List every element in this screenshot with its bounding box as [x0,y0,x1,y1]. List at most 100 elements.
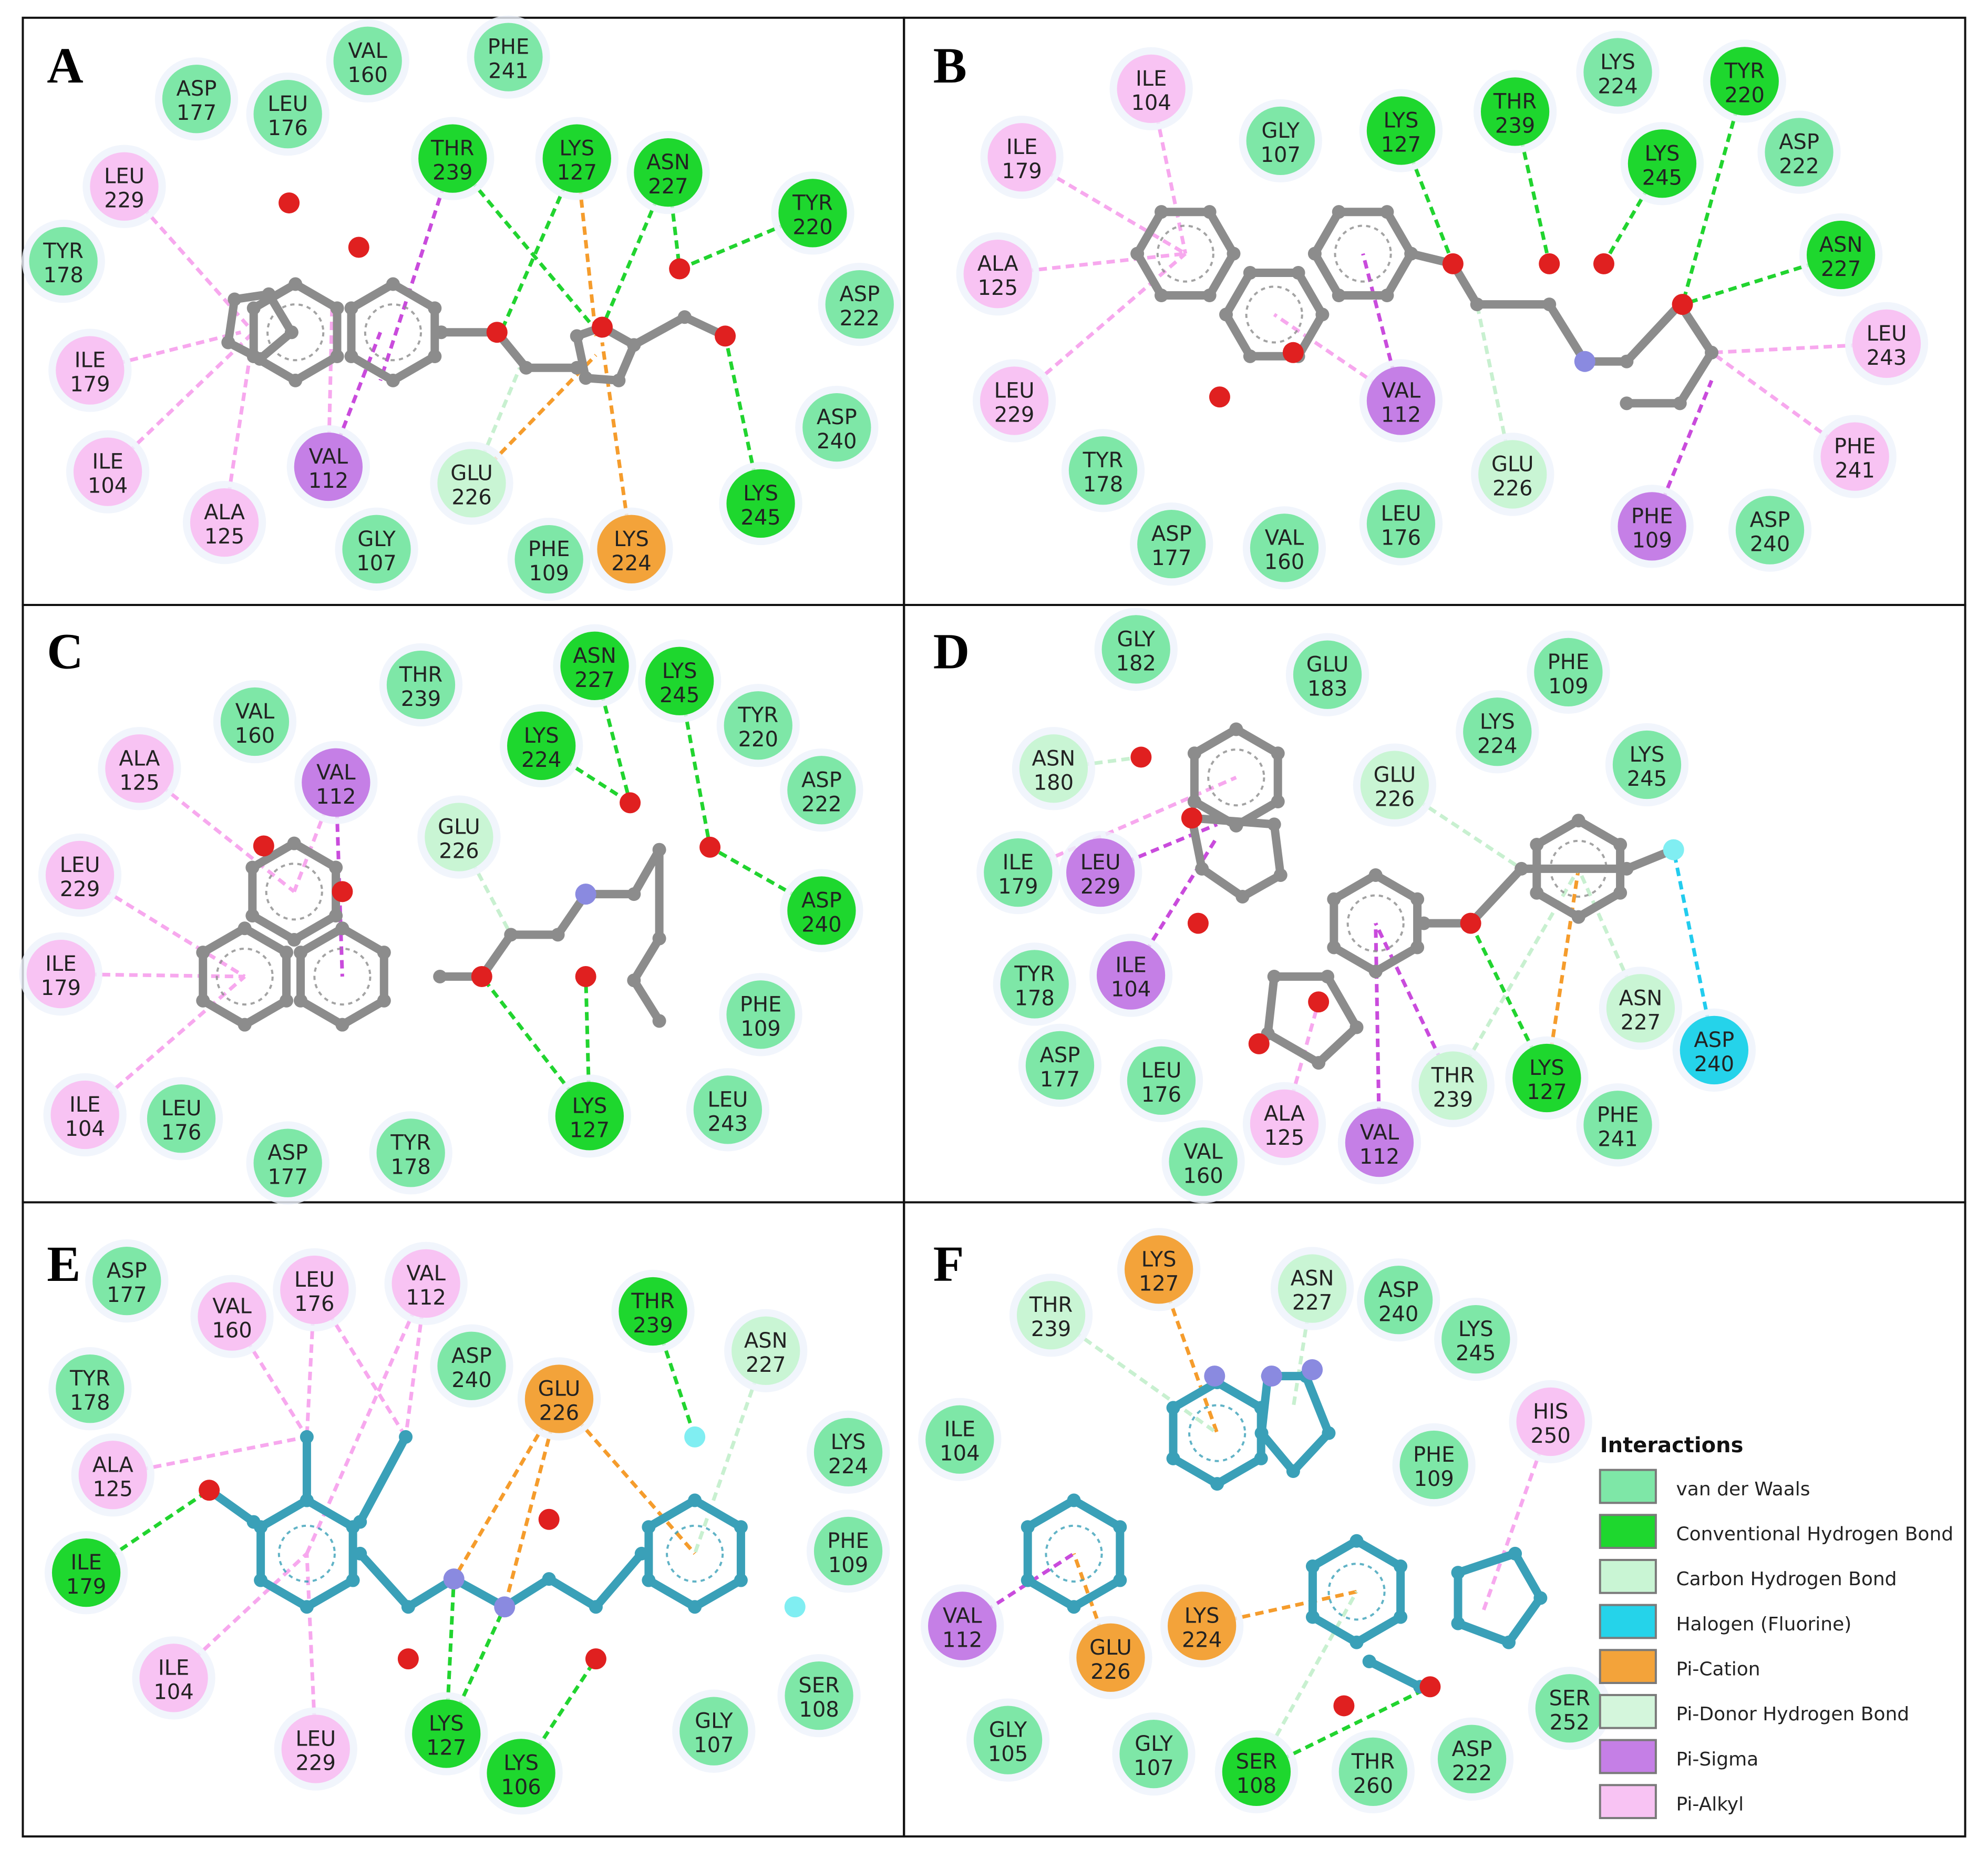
legend-label: Halogen (Fluorine) [1676,1614,1851,1635]
residue-disc [1168,1592,1237,1660]
interaction-line [1374,923,1382,1143]
aromatic-ring [1327,1563,1386,1621]
oxygen-atom [538,1508,560,1530]
residue-disc [1068,436,1138,505]
residue-name: ASP [817,405,857,429]
residue-group: ILE104LYS224TYR220THR239ILE179GLY107LYS1… [956,30,1929,590]
residue-number: 177 [107,1283,147,1307]
residue-number: 183 [1307,677,1347,701]
oxygen-atom [591,316,613,338]
residue-number: 125 [1264,1126,1304,1150]
ligand-atom [627,887,641,901]
residue-number: 106 [501,1775,541,1799]
ligand-atom [330,301,344,315]
residue-name: ILE [75,348,106,373]
residue-number: 125 [204,525,244,549]
residue-name: ASN [1032,746,1076,771]
ligand-atom [262,287,276,301]
residue-number: 107 [356,551,396,576]
residue-number: 250 [1530,1424,1570,1448]
ligand-atom [1350,1020,1364,1034]
residue-disc [787,756,856,825]
residue-number: 107 [694,1733,734,1758]
residue-disc [45,840,115,910]
residue-name: HIS [1533,1400,1568,1424]
oxygen-atom [1209,386,1230,408]
ligand-atom [642,1520,656,1534]
residue-disc [90,152,159,221]
ligand-atom [1202,289,1217,303]
ligand-atom [300,1430,314,1444]
ligand-atom [300,1600,314,1614]
residue-number: 125 [93,1477,133,1501]
ligand-atom [1067,1493,1081,1507]
residue-number: 178 [1083,473,1123,497]
ligand-atom [1620,396,1634,410]
residue-number: 240 [801,913,841,937]
residue-number: 222 [840,306,880,331]
residue-name: LEU [707,1087,748,1112]
residue-name: ALA [1264,1102,1305,1126]
residue-name: LYS [743,481,778,506]
ligand-atom [1508,1546,1522,1561]
residue-disc [56,336,125,405]
residue-name: THR [1029,1293,1073,1317]
residue-disc [1437,1724,1507,1793]
ligand-atom [284,325,298,340]
residue-name: ASN [573,644,616,668]
residue-name: GLY [1117,627,1156,651]
ligand-atom [1327,892,1341,906]
residue-disc [1710,47,1779,116]
residue-name: LYS [572,1094,607,1118]
ligand-atom [1187,794,1201,808]
residue-disc [1137,510,1206,579]
residue-disc [1250,514,1319,582]
residue-number: 160 [1183,1164,1223,1188]
residue-disc [693,1075,762,1144]
ligand-atom [246,1515,261,1529]
residue-name: TYR [1014,962,1055,986]
residue-name: LYS [524,724,559,748]
residue-number: 176 [1381,526,1421,550]
ligand-bond [1454,1549,1545,1647]
ligand-atom [434,325,448,340]
interaction-line [1361,253,1403,402]
legend-swatch [1599,1514,1657,1549]
ligand-atom [344,350,358,364]
residue-disc [487,1739,555,1808]
residue-number: 224 [521,748,561,772]
fluorine-atom [784,1596,806,1618]
ligand-atom [1273,868,1287,882]
ligand-atom [579,371,593,385]
residue-disc [1680,1015,1749,1085]
ligand-atom [1410,940,1425,954]
residue-disc [1169,1127,1238,1196]
residue-name: GLU [1306,653,1349,677]
residue-name: GLY [695,1709,733,1733]
legend-item-pication: Pi-Cation [1599,1649,1760,1685]
residue-disc [1246,106,1315,175]
residue-name: GLY [1135,1732,1173,1756]
residue-number: 229 [296,1751,336,1775]
